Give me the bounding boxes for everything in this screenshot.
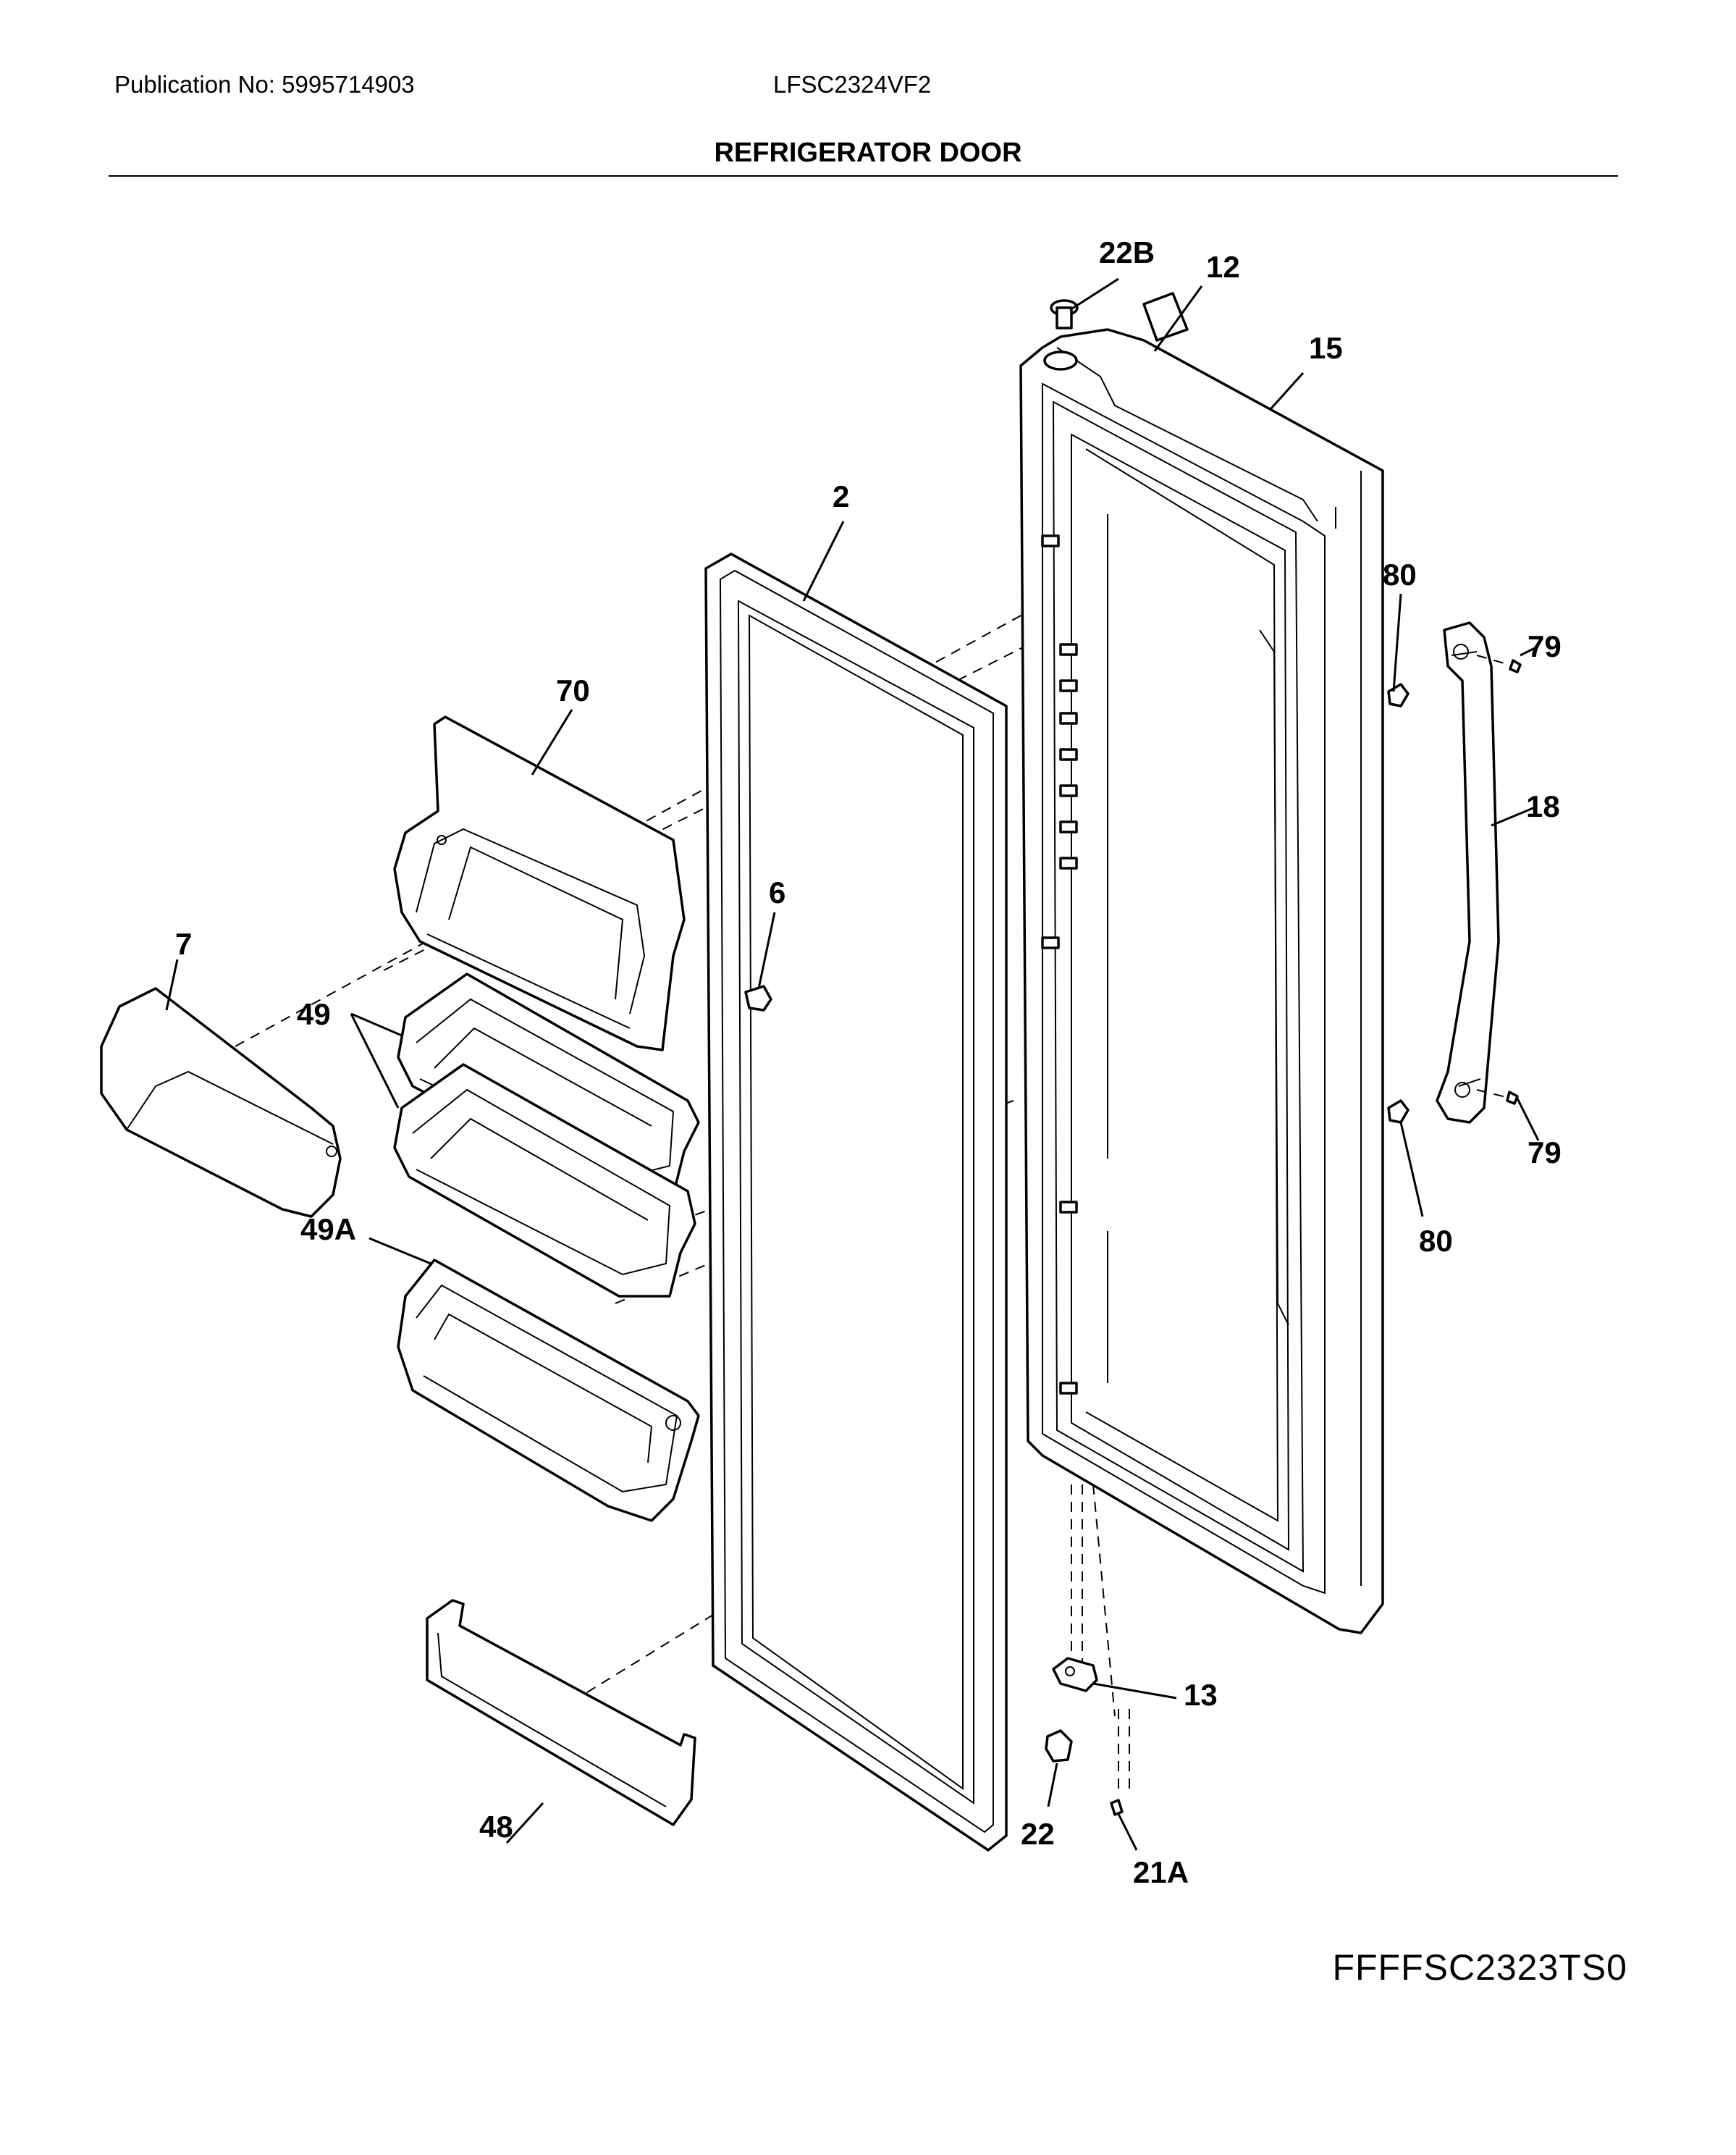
callout-7: 7 <box>175 927 192 961</box>
callout-80-lower: 80 <box>1419 1224 1453 1258</box>
page-title: REFRIGERATOR DOOR <box>714 138 1022 168</box>
callout-labels: 22B 12 15 2 80 79 70 18 6 7 49 79 80 49A… <box>175 235 1562 1889</box>
door-stop <box>744 985 772 1012</box>
publication-number: Publication No: 5995714903 <box>114 71 415 98</box>
bottom-hinge-bracket <box>1052 1657 1098 1692</box>
dairy-container <box>100 987 342 1218</box>
door-bin-middle <box>393 1063 696 1298</box>
handle-screw-upper <box>1476 655 1522 673</box>
callout-2: 2 <box>833 479 849 513</box>
leader-lines <box>165 277 1540 1851</box>
top-hinge-bushing <box>1043 299 1079 371</box>
callout-6: 6 <box>769 875 785 910</box>
label-plate <box>1142 292 1189 342</box>
callout-13: 13 <box>1184 1678 1218 1712</box>
door-shell <box>1019 328 1384 1634</box>
callout-80-upper: 80 <box>1383 558 1417 592</box>
door-handle <box>1436 621 1500 1124</box>
dairy-bin <box>393 715 686 1051</box>
callout-79-lower: 79 <box>1528 1135 1562 1169</box>
callout-48: 48 <box>479 1810 513 1844</box>
bottom-hinge-bushing <box>1045 1729 1073 1763</box>
callout-22B: 22B <box>1099 235 1155 269</box>
hinge-screw <box>1110 1799 1124 1816</box>
handle-stud-lower <box>1387 1099 1410 1124</box>
callout-70: 70 <box>556 673 590 707</box>
door-rail <box>426 1599 696 1826</box>
callout-49: 49 <box>297 997 331 1031</box>
handle-stud-upper <box>1387 683 1410 707</box>
callout-18: 18 <box>1526 789 1560 823</box>
header-rule <box>109 175 1618 177</box>
callout-21A: 21A <box>1133 1855 1189 1889</box>
model-number: LFSC2324VF2 <box>773 71 932 98</box>
callout-22: 22 <box>1021 1817 1055 1851</box>
door-bin-lower <box>397 1259 700 1522</box>
shelf-pegs <box>1041 534 1078 1395</box>
callout-15: 15 <box>1309 331 1343 365</box>
door-gasket <box>704 553 1008 1852</box>
callout-49A: 49A <box>300 1212 356 1246</box>
callout-12: 12 <box>1206 250 1240 284</box>
callout-79-upper: 79 <box>1528 629 1562 663</box>
figure-code: FFFFSC2323TS0 <box>1332 1947 1627 1988</box>
handle-screw-lower <box>1476 1089 1519 1105</box>
